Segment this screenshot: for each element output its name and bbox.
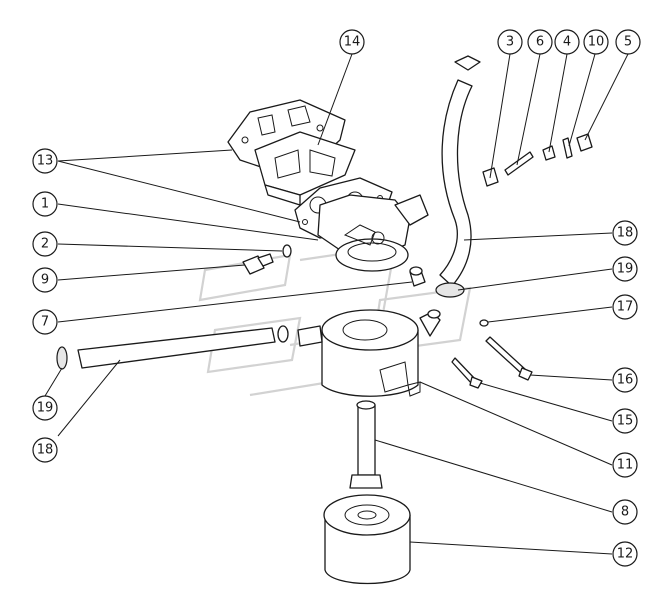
callout-14: 14 bbox=[339, 29, 365, 55]
svg-text:7: 7 bbox=[41, 315, 49, 330]
callout-2: 2 bbox=[32, 231, 58, 257]
callout-17: 17 bbox=[612, 294, 638, 320]
lower-hose-part bbox=[77, 325, 323, 369]
svg-text:18: 18 bbox=[617, 226, 634, 241]
svg-text:16: 16 bbox=[617, 373, 634, 388]
svg-text:8: 8 bbox=[621, 505, 629, 520]
svg-text:19: 19 bbox=[37, 401, 54, 416]
plug-part bbox=[409, 266, 426, 287]
fitting-parts bbox=[542, 133, 593, 161]
lower-clamp-part bbox=[56, 346, 68, 370]
svg-text:17: 17 bbox=[617, 300, 634, 315]
upper-hose-part bbox=[439, 55, 481, 287]
svg-text:4: 4 bbox=[563, 35, 571, 50]
washer-part bbox=[479, 319, 489, 327]
callout-5: 5 bbox=[615, 29, 641, 55]
svg-text:13: 13 bbox=[37, 154, 54, 169]
svg-text:18: 18 bbox=[37, 443, 54, 458]
o-ring-part bbox=[282, 244, 292, 258]
oil-cooler-part bbox=[321, 309, 441, 397]
callout-18-right: 18 bbox=[612, 220, 638, 246]
svg-text:19: 19 bbox=[617, 262, 634, 277]
leader-lines bbox=[44, 53, 629, 555]
center-tube-part bbox=[349, 400, 383, 489]
svg-text:2: 2 bbox=[41, 237, 49, 252]
stud-part bbox=[504, 151, 534, 176]
callout-12: 12 bbox=[612, 541, 638, 567]
callout-18-left: 18 bbox=[32, 437, 58, 463]
callout-13: 13 bbox=[32, 148, 58, 174]
filter-cartridge-part bbox=[323, 494, 411, 585]
callout-1: 1 bbox=[32, 191, 58, 217]
callout-19-left: 19 bbox=[32, 395, 58, 421]
callout-19-right: 19 bbox=[612, 256, 638, 282]
long-bolt-part bbox=[485, 336, 533, 381]
svg-text:3: 3 bbox=[506, 35, 514, 50]
callout-4: 4 bbox=[554, 29, 580, 55]
svg-text:11: 11 bbox=[617, 458, 634, 473]
upper-clamp-part bbox=[435, 282, 465, 298]
filter-head-part bbox=[317, 194, 429, 272]
callout-9: 9 bbox=[32, 267, 58, 293]
callout-11: 11 bbox=[612, 452, 638, 478]
svg-text:1: 1 bbox=[41, 197, 49, 212]
svg-text:12: 12 bbox=[617, 547, 634, 562]
callout-3: 3 bbox=[497, 29, 523, 55]
svg-text:14: 14 bbox=[344, 35, 361, 50]
callout-6: 6 bbox=[527, 29, 553, 55]
callout-8: 8 bbox=[612, 499, 638, 525]
short-bolt-part bbox=[451, 357, 483, 389]
svg-text:15: 15 bbox=[617, 414, 634, 429]
plug-bolt-part bbox=[242, 253, 274, 275]
svg-text:10: 10 bbox=[588, 35, 605, 50]
svg-text:9: 9 bbox=[41, 273, 49, 288]
svg-text:6: 6 bbox=[536, 35, 544, 50]
callout-15: 15 bbox=[612, 408, 638, 434]
callout-10: 10 bbox=[583, 29, 609, 55]
svg-text:5: 5 bbox=[624, 35, 632, 50]
callout-7: 7 bbox=[32, 309, 58, 335]
callout-16: 16 bbox=[612, 367, 638, 393]
